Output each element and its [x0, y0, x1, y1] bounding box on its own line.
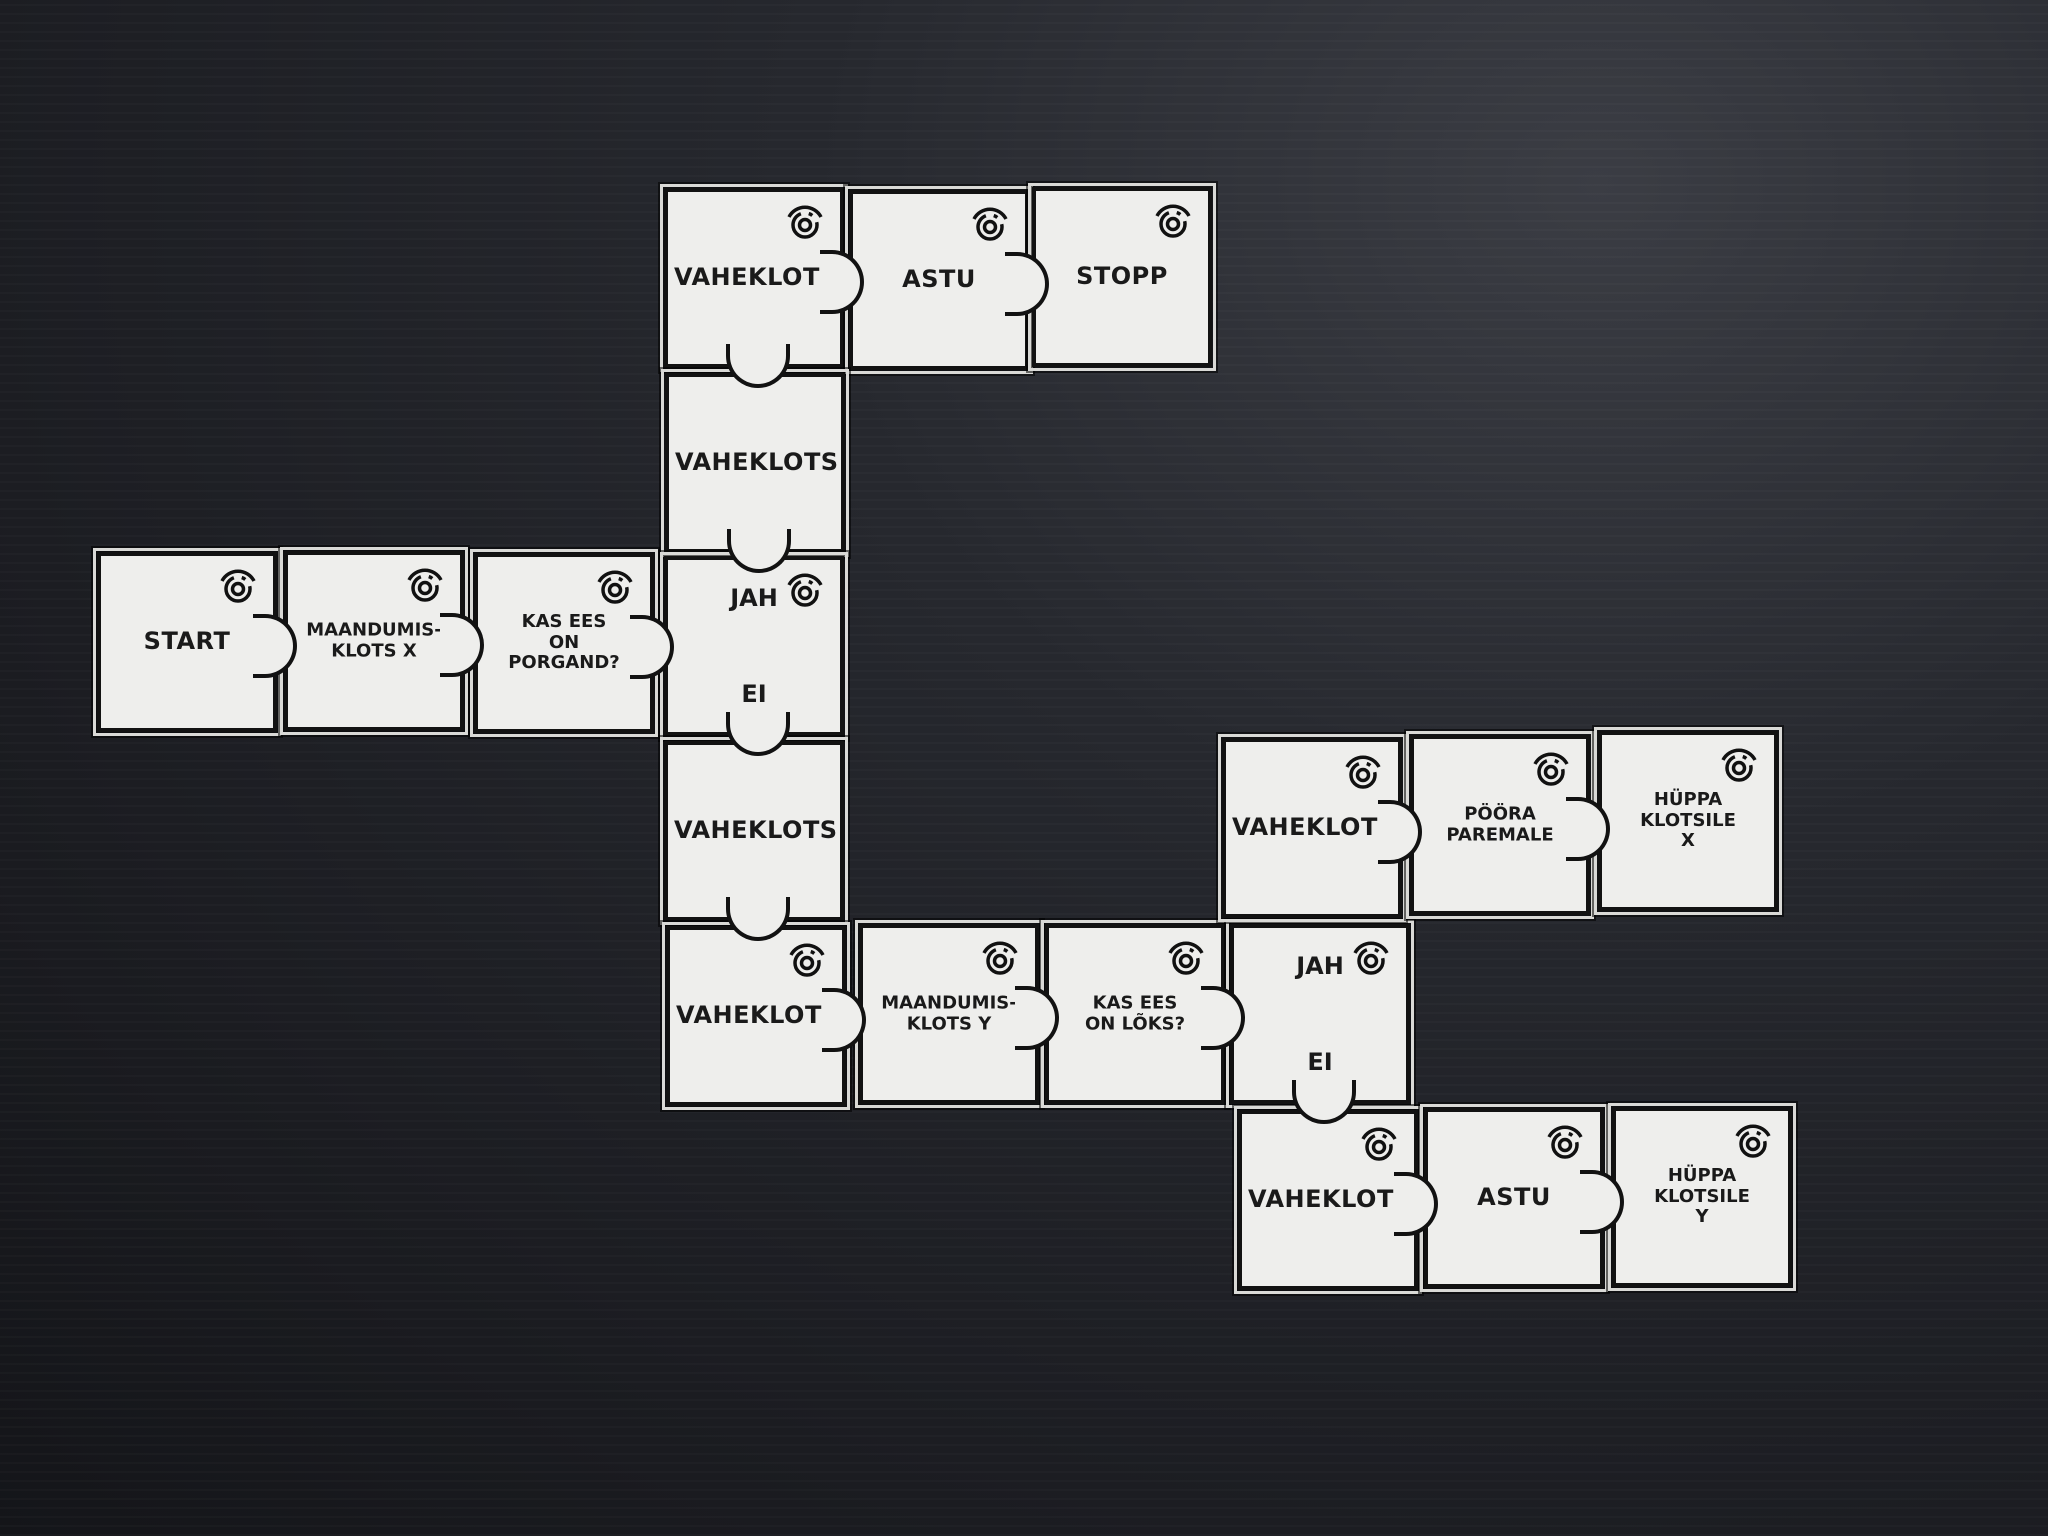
tile-label: KAS EES ON PORGAND? [508, 610, 620, 674]
tile-label: VAHEKLOTS [676, 1001, 840, 1030]
robot-sensor-icon [1353, 941, 1389, 975]
puzzle-tile: JAH EI [660, 552, 848, 756]
tile-label: VAHEKLOTS [675, 448, 839, 477]
puzzle-tile: JAH EI [1226, 920, 1414, 1124]
tile-label: PÖÖRA PAREMALE [1446, 803, 1554, 845]
tile-label: VAHEKLOTS [674, 263, 838, 292]
puzzle-tile: VAHEKLOTS [662, 922, 866, 1110]
robot-sensor-icon [1533, 752, 1569, 786]
puzzle-tile: STOPP [1028, 183, 1216, 371]
puzzle-tile: VAHEKLOTS [1218, 734, 1422, 922]
robot-sensor-icon [1168, 941, 1204, 975]
puzzle-tile: KAS EES ON LÕKS? [1041, 920, 1245, 1108]
robot-sensor-icon [789, 943, 825, 977]
tile-label: ASTU [902, 265, 976, 294]
puzzle-tile: HÜPPA KLOTSILE X [1594, 727, 1782, 915]
puzzle-tile: ASTU [845, 186, 1049, 374]
tile-label: VAHEKLOTS [1248, 1185, 1412, 1214]
tile-label: MAANDUMIS- KLOTS X [306, 619, 442, 661]
puzzle-tile: KAS EES ON PORGAND? [470, 549, 674, 737]
tile-label: STOPP [1076, 262, 1168, 291]
robot-sensor-icon [787, 205, 823, 239]
tile-no-branch-label: EI [1307, 1048, 1333, 1076]
tile-yes-branch-label: JAH [730, 584, 778, 612]
robot-sensor-icon [787, 573, 823, 607]
puzzle-tile: HÜPPA KLOTSILE Y [1608, 1103, 1796, 1291]
tile-label: VAHEKLOTS [1232, 813, 1396, 842]
tile-label: VAHEKLOTS [674, 816, 838, 845]
tile-label: HÜPPA KLOTSILE X [1640, 788, 1736, 852]
puzzle-tile: ASTU [1420, 1104, 1624, 1292]
puzzle-tile: VAHEKLOTS [1234, 1106, 1438, 1294]
robot-sensor-icon [1155, 204, 1191, 238]
puzzle-tile: START [93, 548, 297, 736]
robot-sensor-icon [972, 207, 1008, 241]
tile-label: START [143, 627, 231, 656]
tile-yes-branch-label: JAH [1296, 952, 1344, 980]
tile-label: ASTU [1477, 1183, 1551, 1212]
puzzle-tile: PÖÖRA PAREMALE [1406, 731, 1610, 919]
tile-no-branch-label: EI [741, 680, 767, 708]
puzzle-tile: VAHEKLOTS [661, 369, 849, 573]
robot-sensor-icon [1345, 755, 1381, 789]
tile-label: HÜPPA KLOTSILE Y [1654, 1164, 1750, 1228]
robot-sensor-icon [982, 941, 1018, 975]
robot-sensor-icon [1361, 1127, 1397, 1161]
tile-label: KAS EES ON LÕKS? [1084, 992, 1186, 1034]
robot-sensor-icon [597, 570, 633, 604]
robot-sensor-icon [1735, 1124, 1771, 1158]
robot-sensor-icon [220, 569, 256, 603]
robot-sensor-icon [1547, 1125, 1583, 1159]
puzzle-tile: MAANDUMIS- KLOTS X [280, 547, 484, 735]
robot-sensor-icon [407, 568, 443, 602]
robot-sensor-icon [1721, 748, 1757, 782]
puzzle-tile: VAHEKLOTS [660, 184, 864, 388]
puzzle-tab-connector [820, 250, 864, 314]
puzzle-tile: MAANDUMIS- KLOTS Y [855, 920, 1059, 1108]
puzzle-tile: VAHEKLOTS [660, 737, 848, 941]
puzzle-tab-connector [1378, 800, 1422, 864]
tile-label: MAANDUMIS- KLOTS Y [881, 992, 1017, 1034]
